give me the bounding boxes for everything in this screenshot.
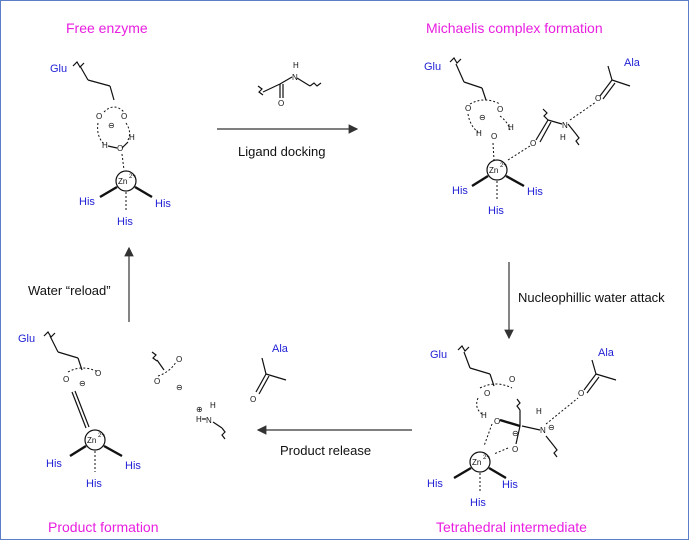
atom-n: N xyxy=(206,416,212,425)
residue-his: His xyxy=(117,216,133,228)
atom-o: O xyxy=(121,112,127,121)
svg-text:2+: 2+ xyxy=(129,174,136,180)
zinc-ion xyxy=(486,159,508,181)
atom-o: O xyxy=(154,377,160,386)
atom-o: O xyxy=(497,105,503,114)
residue-his: His xyxy=(488,205,504,217)
residue-his: His xyxy=(452,185,468,197)
free-enzyme-structure: Glu O O ⊖ H H O Zn 2+ His His His xyxy=(50,61,171,228)
stage-title-michaelis-complex: Michaelis complex formation xyxy=(426,20,603,36)
atom-n: N xyxy=(540,426,546,435)
atom-o: O xyxy=(63,375,69,384)
residue-his: His xyxy=(427,478,443,490)
michaelis-complex-structure: Glu O O ⊖ H H O O N H O Ala Zn 2+ xyxy=(424,57,641,217)
atom-h: H xyxy=(481,411,487,420)
residue-ala: Ala xyxy=(624,57,641,69)
step-label-water-reload: Water “reload” xyxy=(28,283,111,298)
atom-o: O xyxy=(484,389,490,398)
atom-n: N xyxy=(562,121,568,130)
zinc-ion xyxy=(115,170,137,192)
svg-text:Zn: Zn xyxy=(472,458,481,467)
svg-text:Zn: Zn xyxy=(87,436,96,445)
residue-his: His xyxy=(502,479,518,491)
residue-his: His xyxy=(125,460,141,472)
ligand-amide: O N H xyxy=(257,61,322,108)
step-label-product-release: Product release xyxy=(280,443,372,458)
atom-o: O xyxy=(491,132,497,141)
residue-glu: Glu xyxy=(18,333,35,345)
residue-his: His xyxy=(46,458,62,470)
atom-o: O xyxy=(465,104,471,113)
charge-minus: ⊖ xyxy=(176,383,183,392)
atom-o: O xyxy=(509,375,515,384)
svg-text:2+: 2+ xyxy=(98,433,105,439)
atom-n: N xyxy=(292,73,298,82)
svg-text:2+: 2+ xyxy=(483,455,490,461)
atom-h: H xyxy=(508,123,514,132)
stage-title-tetrahedral-intermediate: Tetrahedral intermediate xyxy=(436,519,587,535)
atom-h: H xyxy=(536,407,542,416)
residue-glu: Glu xyxy=(424,61,441,73)
atom-h: H xyxy=(210,401,216,410)
atom-o: O xyxy=(595,94,601,103)
charge-minus: ⊖ xyxy=(108,121,115,130)
zinc-ion xyxy=(84,429,106,451)
atom-o: O xyxy=(278,99,284,108)
svg-text:Zn: Zn xyxy=(489,166,498,175)
residue-his: His xyxy=(155,198,171,210)
stage-title-free-enzyme: Free enzyme xyxy=(66,20,148,36)
atom-h: H xyxy=(129,133,135,142)
residue-ala: Ala xyxy=(598,347,615,359)
atom-o: O xyxy=(512,445,518,454)
charge-minus: ⊖ xyxy=(79,379,86,388)
atom-o: O xyxy=(250,395,256,404)
atom-o: O xyxy=(95,369,101,378)
charge-minus: ⊖ xyxy=(479,113,486,122)
atom-h: H xyxy=(293,61,299,70)
zinc-ion xyxy=(469,451,491,473)
residue-glu: Glu xyxy=(50,63,67,75)
residue-glu: Glu xyxy=(430,349,447,361)
atom-h: H xyxy=(476,129,482,138)
atom-h: H xyxy=(560,133,566,142)
step-label-ligand-docking: Ligand docking xyxy=(238,144,326,159)
residue-his: His xyxy=(470,497,486,509)
svg-text:Zn: Zn xyxy=(118,177,127,186)
charge-minus: ⊖ xyxy=(512,429,519,438)
residue-his: His xyxy=(79,196,95,208)
atom-o: O xyxy=(96,112,102,121)
charge-plus: ⊕ xyxy=(196,405,203,414)
atom-h: H xyxy=(102,141,108,150)
tetrahedral-intermediate-structure: Glu O O H O ⊖ O N H ⊖ O Ala Zn 2+ xyxy=(427,345,617,509)
atom-h: H xyxy=(196,415,202,424)
residue-his: His xyxy=(527,186,543,198)
atom-o: O xyxy=(578,389,584,398)
stage-title-product-formation: Product formation xyxy=(48,519,159,535)
step-label-nucleophilic-attack: Nucleophillic water attack xyxy=(518,290,665,305)
atom-o: O xyxy=(530,139,536,148)
svg-text:2+: 2+ xyxy=(500,163,507,169)
atom-o: O xyxy=(117,144,123,153)
product-formation-structure: Glu O O ⊖ Zn 2+ His His His O O ⊖ ⊕ H H … xyxy=(18,331,289,490)
residue-his: His xyxy=(86,478,102,490)
atom-o: O xyxy=(494,417,500,426)
charge-minus: ⊖ xyxy=(548,423,555,432)
atom-o: O xyxy=(176,355,182,364)
residue-ala: Ala xyxy=(272,343,289,355)
